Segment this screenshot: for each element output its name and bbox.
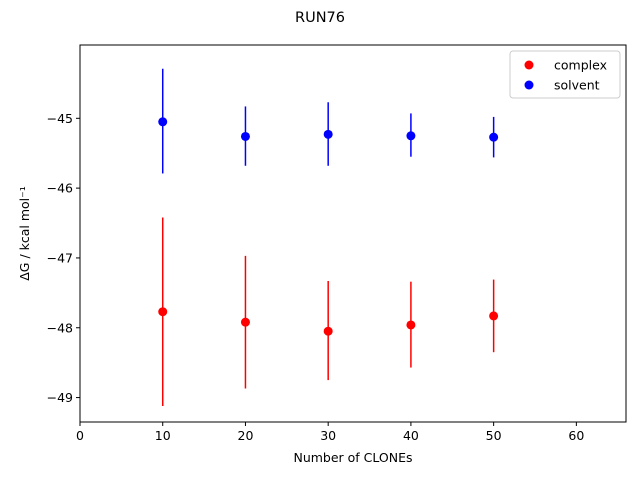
plot-area (79, 44, 627, 423)
legend-label: complex (554, 58, 607, 73)
legend-marker (524, 80, 534, 90)
data-point (323, 326, 333, 336)
series-solvent (158, 68, 499, 174)
x-axis-title: Number of CLONEs (293, 450, 412, 465)
data-point (489, 311, 499, 321)
x-tick-label: 50 (486, 428, 502, 443)
y-axis: −49 −48 −47 −46 −45 (47, 111, 80, 405)
data-point (323, 129, 333, 139)
x-tick-label: 60 (568, 428, 584, 443)
x-tick-label: 30 (320, 428, 336, 443)
legend-marker (524, 60, 534, 70)
data-point (158, 117, 168, 127)
x-axis: 0 10 20 30 40 50 60 (76, 422, 584, 443)
data-point (406, 131, 416, 141)
plot-series (158, 68, 499, 406)
x-tick-label: 10 (155, 428, 171, 443)
y-axis-title: ΔG / kcal mol⁻¹ (17, 186, 32, 281)
series-complex (158, 217, 499, 406)
y-tick-label: −45 (47, 111, 73, 126)
y-tick-label: −49 (47, 390, 73, 405)
y-tick-label: −47 (47, 250, 73, 265)
data-point (240, 317, 250, 327)
x-tick-label: 0 (76, 428, 84, 443)
x-tick-label: 40 (403, 428, 419, 443)
legend-frame (509, 50, 621, 99)
chart-title: RUN76 (295, 10, 345, 26)
legend: complex solvent (509, 50, 621, 99)
x-tick-label: 20 (238, 428, 254, 443)
legend-label: solvent (554, 78, 600, 93)
y-tick-label: −46 (47, 181, 73, 196)
data-point (158, 307, 168, 317)
data-point (489, 132, 499, 142)
data-point (240, 131, 250, 141)
data-point (406, 320, 416, 330)
y-tick-label: −48 (47, 320, 73, 335)
